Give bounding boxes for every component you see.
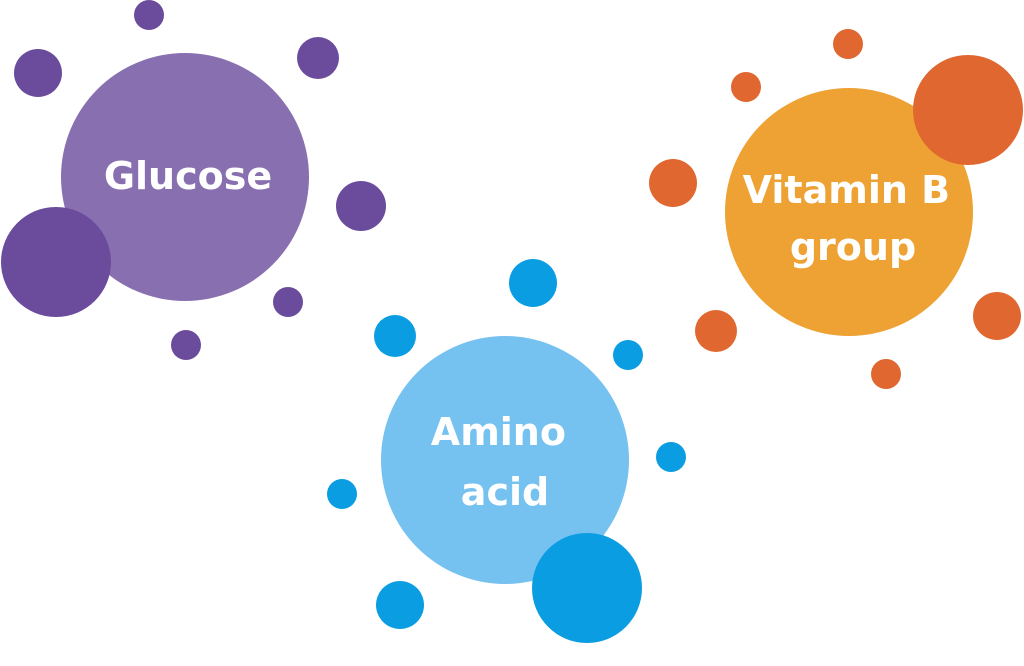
amino-acid-satellite — [613, 340, 643, 370]
amino-acid-satellite — [656, 442, 686, 472]
vitamin-b-satellite — [913, 55, 1023, 165]
vitamin-b-main-circle — [725, 88, 973, 336]
vitamin-b-satellite — [731, 72, 761, 102]
vitamin-b-cluster: Vitamin B group — [649, 29, 1023, 389]
vitamin-b-satellite — [973, 292, 1021, 340]
amino-acid-cluster: Amino acid — [327, 259, 686, 643]
glucose-satellite — [297, 37, 339, 79]
amino-acid-satellite — [376, 581, 424, 629]
glucose-satellite — [14, 49, 62, 97]
glucose-satellite — [171, 330, 201, 360]
glucose-satellite — [273, 287, 303, 317]
glucose-label: Glucose — [104, 154, 272, 198]
vitamin-b-satellite — [649, 159, 697, 207]
glucose-main-circle — [61, 53, 309, 301]
vitamin-b-satellite — [695, 310, 737, 352]
vitamin-b-satellite — [871, 359, 901, 389]
glucose-satellite — [134, 0, 164, 30]
glucose-satellite — [336, 181, 386, 231]
amino-acid-label: Amino acid — [431, 410, 579, 514]
glucose-cluster: Glucose — [1, 0, 386, 360]
amino-acid-satellite — [374, 315, 416, 357]
amino-acid-main-circle — [381, 336, 629, 584]
vitamin-b-satellite — [833, 29, 863, 59]
amino-acid-satellite — [532, 533, 642, 643]
amino-acid-satellite — [509, 259, 557, 307]
glucose-satellite — [1, 207, 111, 317]
vitamin-b-label: Vitamin B group — [743, 168, 964, 269]
amino-acid-satellite — [327, 479, 357, 509]
